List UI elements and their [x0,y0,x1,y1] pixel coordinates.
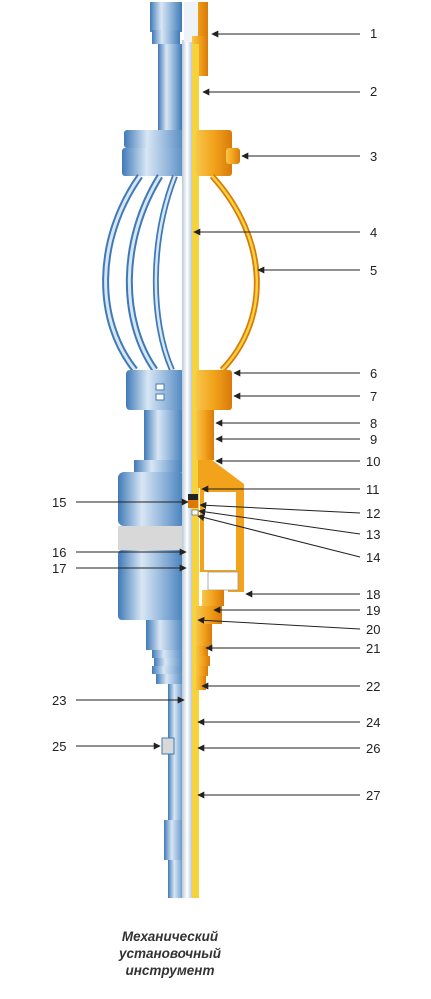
left-labels: 15 16 17 23 25 [52,495,66,754]
label-8: 8 [370,416,377,431]
label-22: 22 [366,679,380,694]
right-leader-lines [193,30,361,799]
right-labels: 1 2 3 4 5 6 7 8 9 10 11 12 13 14 18 19 2… [366,26,380,803]
label-18: 18 [366,587,380,602]
label-7: 7 [370,389,377,404]
caption-line-3: инструмент [125,963,215,978]
label-20: 20 [366,622,380,637]
label-9: 9 [370,432,377,447]
caption-line-2: установочный [118,946,222,961]
tool-body-left [102,2,192,898]
label-17: 17 [52,561,66,576]
label-12: 12 [366,506,380,521]
label-13: 13 [366,527,380,542]
label-24: 24 [366,715,380,730]
label-11: 11 [366,482,380,497]
label-16: 16 [52,545,66,560]
label-14: 14 [366,550,380,565]
label-1: 1 [370,26,377,41]
label-6: 6 [370,366,377,381]
label-27: 27 [366,788,380,803]
tool-body-right [184,2,260,898]
label-10: 10 [366,454,380,469]
left-leader-lines [76,498,189,750]
label-2: 2 [370,84,377,99]
central-rod [182,40,192,898]
label-3: 3 [370,149,377,164]
label-25: 25 [52,739,66,754]
label-23: 23 [52,693,66,708]
label-15: 15 [52,495,66,510]
label-19: 19 [366,603,380,618]
label-21: 21 [366,641,380,656]
label-4: 4 [370,225,377,240]
label-5: 5 [370,263,377,278]
diagram-caption: Механический установочный инструмент [95,928,245,979]
label-26: 26 [366,741,380,756]
caption-line-1: Механический [121,929,219,944]
